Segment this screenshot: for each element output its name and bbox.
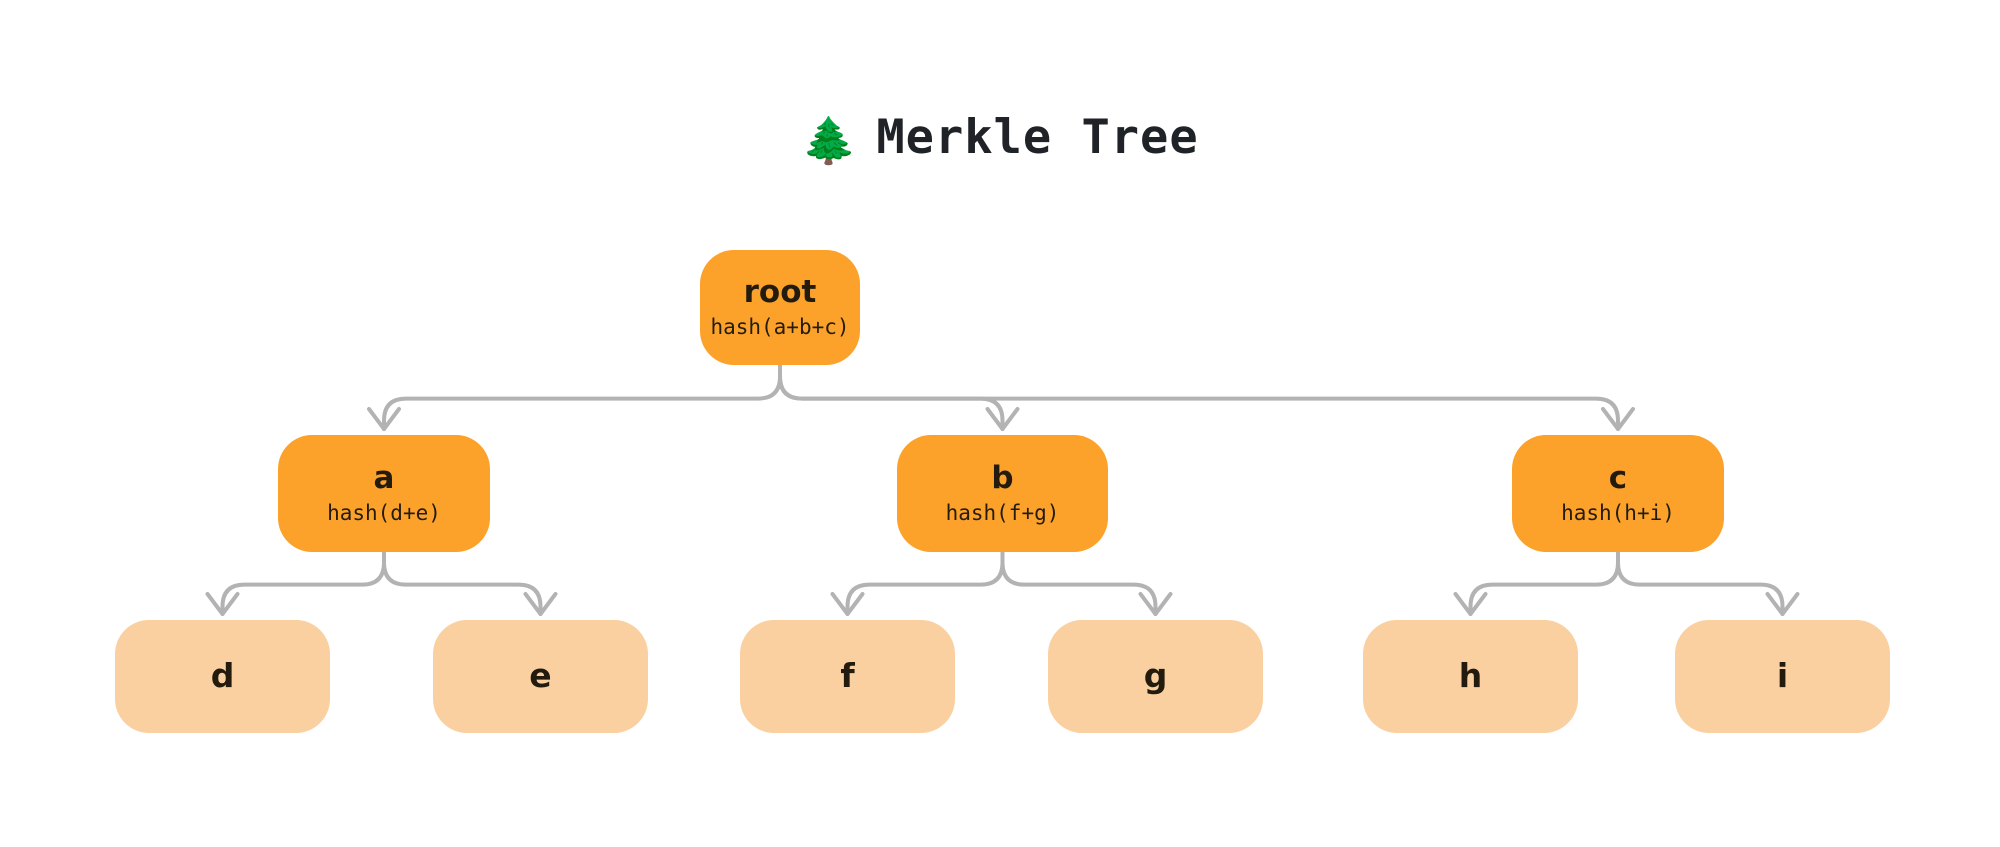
edge-line [778, 363, 1620, 431]
tree-node-e[interactable]: e [433, 620, 648, 733]
edge-line [523, 592, 558, 616]
tree-node-c[interactable]: c hash(h+i) [1512, 435, 1724, 552]
page-title-text: Merkle Tree [876, 110, 1199, 165]
edge-line [1765, 592, 1800, 616]
tree-node-d[interactable]: d [115, 620, 330, 733]
node-hash-text: hash(h+i) [1561, 501, 1675, 526]
node-hash-text: hash(a+b+c) [710, 315, 850, 340]
node-hash-text: hash(d+e) [327, 501, 441, 526]
node-label: a [373, 459, 395, 496]
edge-line [830, 592, 865, 616]
tree-node-f[interactable]: f [740, 620, 955, 733]
tree-node-h[interactable]: h [1363, 620, 1578, 733]
tree-node-i[interactable]: i [1675, 620, 1890, 733]
edge-line [367, 407, 401, 431]
node-label: e [529, 656, 552, 696]
node-label: c [1608, 459, 1628, 496]
evergreen-tree-icon: 🌲 [801, 114, 859, 167]
node-label: d [210, 656, 235, 696]
edge-line [1601, 407, 1635, 431]
edge-line [1616, 550, 1785, 616]
edge-line [1000, 550, 1158, 616]
edge-line [1453, 592, 1488, 616]
node-label: f [840, 656, 855, 696]
tree-node-a[interactable]: a hash(d+e) [278, 435, 490, 552]
page-title: 🌲 Merkle Tree [0, 110, 2000, 167]
node-label: h [1458, 656, 1483, 696]
edge-line [220, 550, 386, 616]
edge-line [382, 363, 782, 431]
edge-line [205, 592, 240, 616]
edge-line [845, 550, 1005, 616]
tree-node-b[interactable]: b hash(f+g) [897, 435, 1108, 552]
node-label: i [1776, 656, 1789, 696]
node-label: g [1143, 656, 1168, 696]
edge-line [985, 407, 1020, 431]
edge-line [778, 363, 1005, 431]
tree-node-g[interactable]: g [1048, 620, 1263, 733]
edge-line [1138, 592, 1173, 616]
node-hash-text: hash(f+g) [945, 501, 1060, 526]
tree-node-root[interactable]: root hash(a+b+c) [700, 250, 860, 365]
edge-line [1468, 550, 1620, 616]
edge-line [382, 550, 543, 616]
node-label: b [991, 459, 1014, 496]
node-label: root [743, 273, 817, 310]
